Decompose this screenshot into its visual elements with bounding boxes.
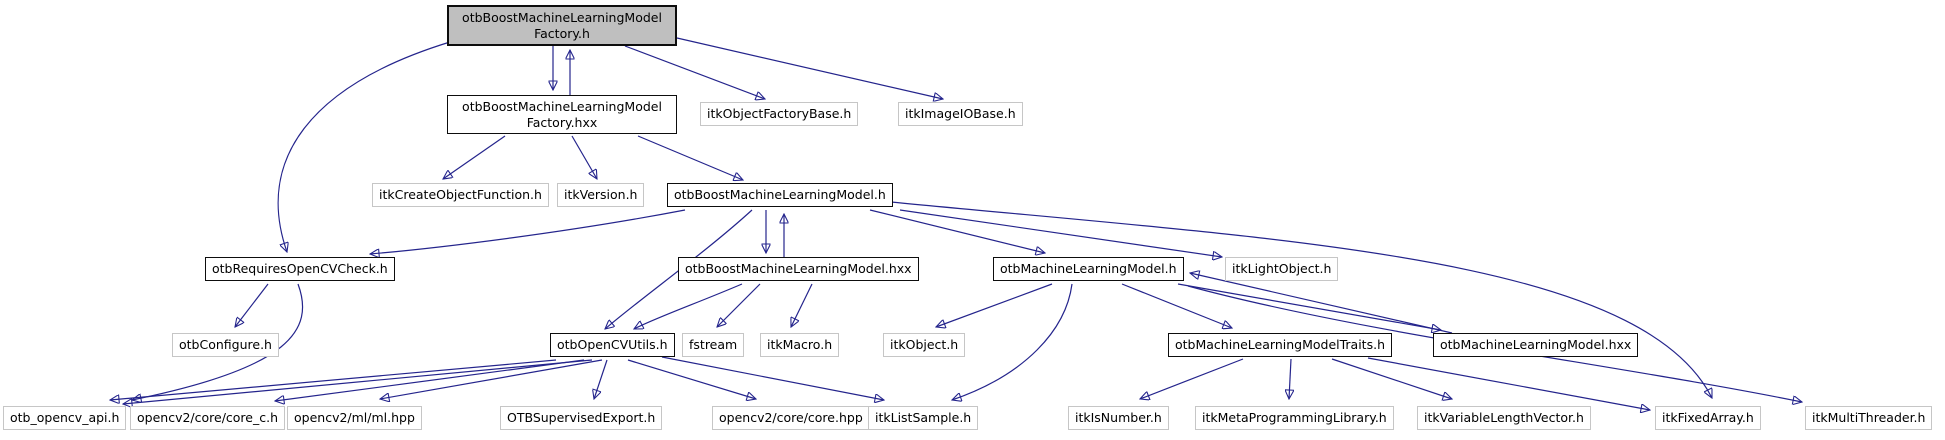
node-itkMetaProgrammingLibrary-h: itkMetaProgrammingLibrary.h xyxy=(1195,406,1394,430)
node-OTBSupervisedExport-h: OTBSupervisedExport.h xyxy=(500,406,663,430)
edge-otbOpenCVUtils-to-itkListSample xyxy=(661,356,884,400)
node-otbOpenCVUtils-h[interactable]: otbOpenCVUtils.h xyxy=(550,333,675,357)
edge-oMLM-h-to-itkListSample xyxy=(952,283,1073,400)
node-otbMachineLearningModel-hxx[interactable]: otbMachineLearningModel.hxx xyxy=(1433,333,1639,357)
node-itkObjectFactoryBase-h: itkObjectFactoryBase.h xyxy=(700,102,859,126)
edge-oBMLM-h-to-otbRequiresOpenCVCheck xyxy=(370,209,686,254)
node-itkMacro-h: itkMacro.h xyxy=(760,333,840,357)
node-opencv2-ml-ml-hpp: opencv2/ml/ml.hpp xyxy=(287,406,422,430)
edge-otbOpenCVUtils-to-OTBSupervisedExport xyxy=(594,359,608,399)
edge-traits-to-itkMetaProgrammingLibrary xyxy=(1289,358,1291,399)
edge-otbRequiresOpenCVCheck-to-otbConfigure xyxy=(235,283,269,327)
edge-otbOpenCVUtils-to-otb_opencv_api-b xyxy=(123,359,593,404)
edge-factory-hxx-to-itkCreateObjectFunction xyxy=(443,135,506,179)
node-fstream: fstream xyxy=(682,333,745,357)
edge-oMLM-h-to-oMLM-hxx xyxy=(1177,283,1441,330)
node-itkIsNumber-h: itkIsNumber.h xyxy=(1068,406,1169,430)
edge-otbRequiresOpenCVCheck-to-otb_opencv_api xyxy=(132,283,304,400)
edge-oBMLM-h-to-itkLightObject xyxy=(899,209,1222,257)
edge-oBMLM-h-to-oMLM-h xyxy=(869,209,1045,253)
edge-otbOpenCVUtils-to-ml-hpp xyxy=(380,359,603,399)
node-itkVariableLengthVector-h: itkVariableLengthVector.h xyxy=(1417,406,1591,430)
node-otbBoostMachineLearningModelFactory-h[interactable]: otbBoostMachineLearningModel Factory.h xyxy=(447,5,677,47)
edge-oBMLM-h-to-itkFixedArray xyxy=(890,201,1712,398)
edge-otbOpenCVUtils-to-core-hpp xyxy=(627,359,756,399)
edge-oMLM-h-to-traits xyxy=(1121,283,1232,328)
edge-factory-hxx-to-itkVersion xyxy=(571,135,597,179)
node-itkImageIOBase-h: itkImageIOBase.h xyxy=(898,102,1023,126)
node-itkVersion-h: itkVersion.h xyxy=(557,183,645,207)
edge-oMLM-hxx-to-oMLM-h xyxy=(1190,273,1453,334)
edge-factory-hxx-to-otbBoostMachineLearningModel-h xyxy=(637,135,743,180)
node-label-line2: Factory.hxx xyxy=(526,114,598,130)
edge-traits-to-itkIsNumber xyxy=(1140,358,1244,399)
edge-traits-to-itkFixedArray xyxy=(1367,357,1650,410)
node-itkFixedArray-h: itkFixedArray.h xyxy=(1655,406,1761,430)
node-itkMultiThreader-h: itkMultiThreader.h xyxy=(1805,406,1933,430)
node-otbBoostMachineLearningModel-h[interactable]: otbBoostMachineLearningModel.h xyxy=(667,183,893,207)
node-otbBoostMachineLearningModel-hxx[interactable]: otbBoostMachineLearningModel.hxx xyxy=(678,257,919,281)
edge-factory-h-to-itkObjectFactoryBase xyxy=(624,45,765,99)
node-itkCreateObjectFunction-h: itkCreateObjectFunction.h xyxy=(372,183,549,207)
node-opencv2-core-core_c-h: opencv2/core/core_c.h xyxy=(130,406,286,430)
node-otbBoostMachineLearningModelFactory-hxx[interactable]: otbBoostMachineLearningModel Factory.hxx xyxy=(447,95,677,135)
edge-factory-h-to-otbRequiresOpenCVCheck xyxy=(277,41,451,252)
node-otb_opencv_api-h: otb_opencv_api.h xyxy=(3,406,127,430)
edge-otbOpenCVUtils-to-core_c xyxy=(275,359,585,401)
node-label-line1: otbBoostMachineLearningModel xyxy=(462,10,662,25)
edge-oBMLM-hxx-to-otbOpenCVUtils xyxy=(634,283,743,329)
edge-traits-to-itkVariableLengthVector xyxy=(1331,358,1452,399)
edge-oBMLM-hxx-to-itkMacro xyxy=(791,283,813,327)
node-itkObject-h: itkObject.h xyxy=(883,333,966,357)
node-itkLightObject-h: itkLightObject.h xyxy=(1225,257,1339,281)
node-label-line2: Factory.h xyxy=(534,25,590,41)
node-otbRequiresOpenCVCheck-h[interactable]: otbRequiresOpenCVCheck.h xyxy=(205,257,395,281)
node-label-line1: otbBoostMachineLearningModel xyxy=(462,99,662,114)
node-opencv2-core-core-hpp: opencv2/core/core.hpp xyxy=(712,406,870,430)
edge-oMLM-h-to-itkObject xyxy=(936,283,1053,327)
node-otbMachineLearningModel-h[interactable]: otbMachineLearningModel.h xyxy=(993,257,1184,281)
edge-otbOpenCVUtils-to-otb_opencv_api-a xyxy=(110,359,557,400)
node-itkListSample-h: itkListSample.h xyxy=(868,406,979,430)
edge-factory-h-to-itkImageIOBase xyxy=(676,37,943,99)
node-otbMachineLearningModelTraits-h[interactable]: otbMachineLearningModelTraits.h xyxy=(1168,333,1392,357)
edge-oBMLM-h-to-otbOpenCVUtils xyxy=(605,209,753,329)
node-otbConfigure-h: otbConfigure.h xyxy=(172,333,279,357)
edge-oBMLM-hxx-to-fstream xyxy=(717,283,761,327)
